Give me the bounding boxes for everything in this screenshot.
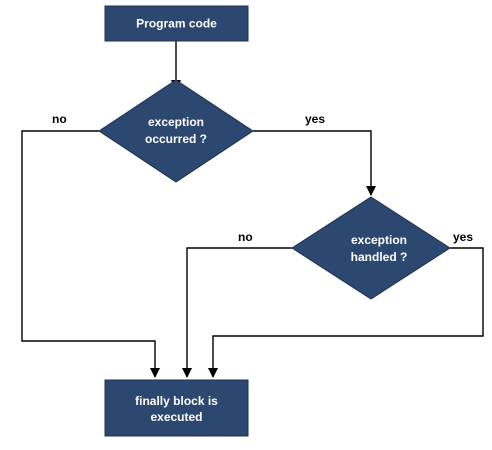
node-exception-occurred-label-line2: occurred ? — [145, 132, 207, 146]
edge-label-occurred-no: no — [52, 112, 67, 126]
node-exception-handled: exception handled ? — [291, 196, 451, 300]
edge-label-handled-no: no — [238, 230, 253, 244]
node-program-code-box — [104, 5, 249, 42]
edge-handled-yes — [208, 247, 484, 378]
edge-occurred-no — [21, 130, 160, 378]
edge-occurred-yes — [253, 130, 376, 196]
node-program-code: Program code — [104, 5, 249, 42]
node-finally-block: finally block is executed — [104, 379, 249, 437]
edge-label-occurred-yes: yes — [305, 112, 325, 126]
node-exception-occurred: exception occurred ? — [98, 79, 254, 183]
node-program-code-label: Program code — [136, 17, 217, 31]
edge-handled-no — [182, 247, 292, 378]
node-exception-handled-label-line1: exception — [351, 233, 407, 247]
node-exception-handled-label-line2: handled ? — [351, 250, 408, 264]
node-exception-occurred-label-line1: exception — [148, 115, 204, 129]
node-finally-block-label-line1: finally block is — [135, 394, 218, 408]
edge-label-handled-yes: yes — [453, 230, 473, 244]
node-finally-block-label-line2: executed — [150, 410, 202, 424]
node-finally-block-box — [104, 379, 249, 437]
node-exception-occurred-diamond — [98, 79, 254, 183]
node-exception-handled-diamond — [291, 196, 451, 300]
